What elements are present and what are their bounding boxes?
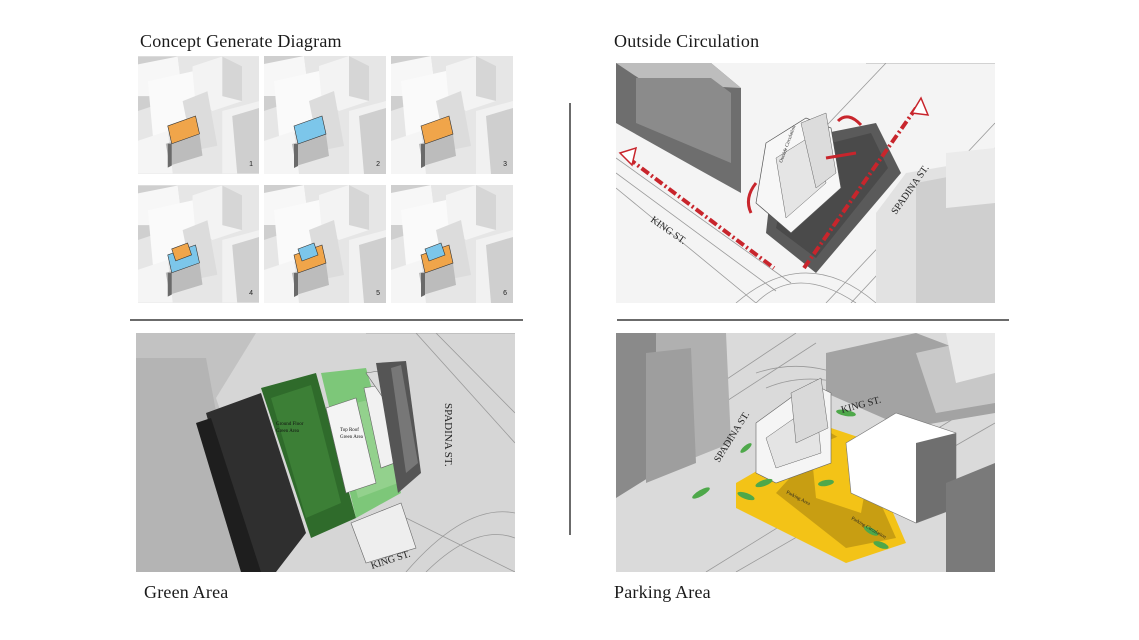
circulation-title: Outside Circulation (614, 31, 760, 51)
concept-thumbnail-4: 4 (138, 185, 259, 303)
concept-thumbnail-2: 2 (264, 56, 386, 174)
king-st-label: KING ST. (648, 214, 688, 246)
horizontal-divider-left (130, 319, 523, 321)
concept-thumbnail-3: 3 (391, 56, 513, 174)
spadina-st-label: SPADINA ST. (442, 403, 454, 467)
outside-circulation-diagram: KING ST. SPADINA ST. Outside Circulation (616, 63, 995, 303)
concept-title: Concept Generate Diagram (140, 31, 342, 51)
ground-floor-label-1: Ground Floor (276, 422, 304, 427)
concept-step-number: 3 (503, 161, 507, 168)
concept-step-number: 5 (376, 290, 380, 297)
top-roof-label-1: Top Roof (340, 428, 359, 433)
concept-step-number: 2 (376, 161, 380, 168)
concept-thumbnail-1: 1 (138, 56, 259, 174)
parking-area-diagram: SPADINA ST. KING ST. Parking Area Parkin… (616, 333, 995, 572)
concept-step-number: 6 (503, 290, 507, 297)
parking-title: Parking Area (614, 582, 711, 602)
concept-thumbnail-6: 6 (391, 185, 513, 303)
top-roof-label-2: Green Area (340, 435, 364, 440)
green-area-diagram: Ground Floor Green Area Top Roof Green A… (136, 333, 515, 572)
vertical-divider (569, 103, 571, 535)
ground-floor-label-2: Green Area (276, 429, 300, 434)
concept-step-number: 4 (249, 290, 253, 297)
green-title: Green Area (144, 582, 229, 602)
concept-step-number: 1 (249, 161, 253, 168)
horizontal-divider-right (617, 319, 1009, 321)
concept-thumbnail-5: 5 (264, 185, 386, 303)
